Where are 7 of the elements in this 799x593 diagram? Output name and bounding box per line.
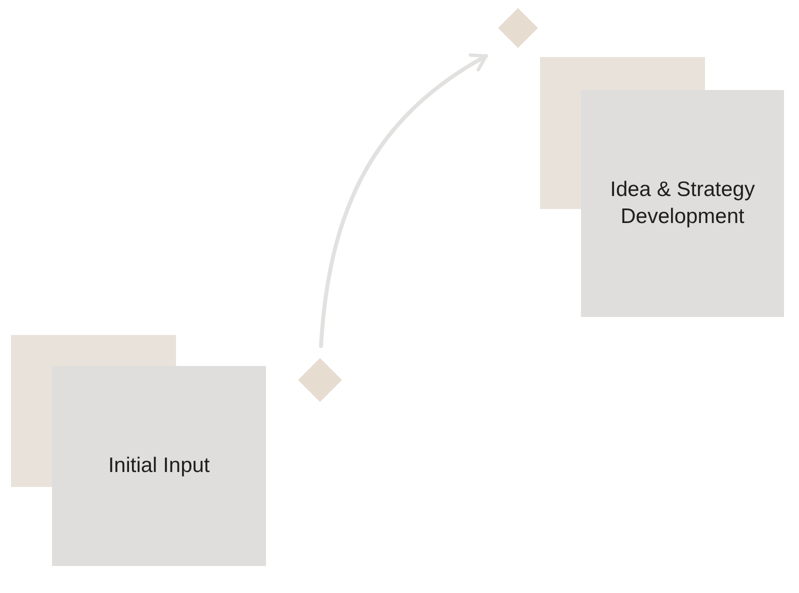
process-box bbox=[52, 366, 266, 566]
diamond-marker bbox=[298, 358, 342, 402]
box-label: Initial Input bbox=[108, 452, 210, 479]
process-box bbox=[581, 90, 784, 317]
curved-arrow bbox=[319, 54, 488, 348]
diamond-marker bbox=[498, 8, 538, 48]
box-label: Idea & Strategy Development bbox=[609, 176, 756, 230]
